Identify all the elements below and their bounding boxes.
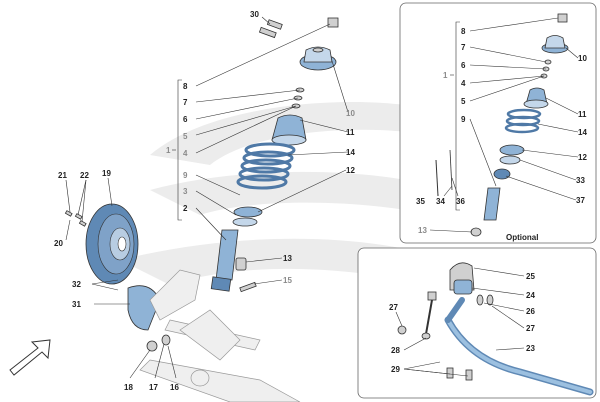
- label-20: 20: [54, 239, 63, 248]
- stab-label-27b: 27: [526, 324, 535, 333]
- opt-label-12: 12: [578, 153, 587, 162]
- label-14: 14: [346, 148, 355, 157]
- stab-label-29: 29: [391, 365, 400, 374]
- shock-absorber-assembly: [210, 17, 339, 293]
- optional-leader-lines: [429, 17, 579, 233]
- label-4: 4: [183, 149, 188, 158]
- stabilizer-bar-assembly: [397, 262, 594, 396]
- stabilizer-box: [357, 247, 597, 399]
- opt-label-14: 14: [578, 128, 587, 137]
- suspension-arms: [139, 269, 301, 402]
- opt-label-4: 4: [461, 79, 466, 88]
- optional-shock-assembly: [435, 13, 569, 237]
- label-9: 9: [183, 171, 188, 180]
- brake-disc: [85, 203, 139, 285]
- stab-label-23: 23: [526, 344, 535, 353]
- opt-label-34: 34: [436, 197, 445, 206]
- optional-caption: Optional: [506, 233, 538, 242]
- optional-part-labels: 8 7 6 4 5 1 9 10 11 14 12 33 37 35 34 36…: [416, 27, 587, 242]
- opt-label-5: 5: [461, 97, 466, 106]
- label-15: 15: [283, 276, 292, 285]
- label-6: 6: [183, 115, 188, 124]
- opt-label-33: 33: [576, 176, 585, 185]
- label-3: 3: [183, 187, 188, 196]
- stab-label-28: 28: [391, 346, 400, 355]
- label-17: 17: [149, 383, 158, 392]
- opt-label-35: 35: [416, 197, 425, 206]
- label-31: 31: [72, 300, 81, 309]
- opt-label-37: 37: [576, 196, 585, 205]
- bushings: [146, 334, 171, 352]
- label-30: 30: [250, 10, 259, 19]
- opt-label-6: 6: [461, 61, 466, 70]
- opt-label-9: 9: [461, 115, 466, 124]
- stab-label-26: 26: [526, 307, 535, 316]
- stab-label-27a: 27: [389, 303, 398, 312]
- label-18: 18: [124, 383, 133, 392]
- stab-label-25: 25: [526, 272, 535, 281]
- label-7: 7: [183, 98, 188, 107]
- label-10: 10: [346, 109, 355, 118]
- label-2: 2: [183, 204, 188, 213]
- opt-label-8: 8: [461, 27, 466, 36]
- opt-label-7: 7: [461, 43, 466, 52]
- label-8: 8: [183, 82, 188, 91]
- splash-shield: [127, 285, 161, 331]
- main-part-labels: 30 8 7 6 5 4 1 9 3 2 10 11 14 12 13 15 2…: [54, 10, 355, 392]
- brand-watermark: [120, 102, 470, 285]
- stab-label-24: 24: [526, 291, 535, 300]
- opt-label-11: 11: [578, 110, 587, 119]
- opt-label-10: 10: [578, 54, 587, 63]
- label-11: 11: [346, 128, 355, 137]
- opt-label-36: 36: [456, 197, 465, 206]
- label-13: 13: [283, 254, 292, 263]
- label-19: 19: [102, 169, 111, 178]
- label-21: 21: [58, 171, 67, 180]
- label-5: 5: [183, 132, 188, 141]
- label-1: 1: [166, 146, 171, 155]
- leader-lines: [65, 16, 349, 379]
- stabilizer-leader-lines: [395, 267, 525, 377]
- label-16: 16: [170, 383, 179, 392]
- stabilizer-part-labels: 25 24 26 27 23 27 28 29: [389, 272, 535, 374]
- disc-screws: [64, 210, 87, 227]
- opt-label-13: 13: [418, 226, 427, 235]
- label-12: 12: [346, 166, 355, 175]
- opt-label-1: 1: [443, 71, 448, 80]
- label-32: 32: [72, 280, 81, 289]
- front-arrow-icon: [9, 339, 51, 376]
- label-22: 22: [80, 171, 89, 180]
